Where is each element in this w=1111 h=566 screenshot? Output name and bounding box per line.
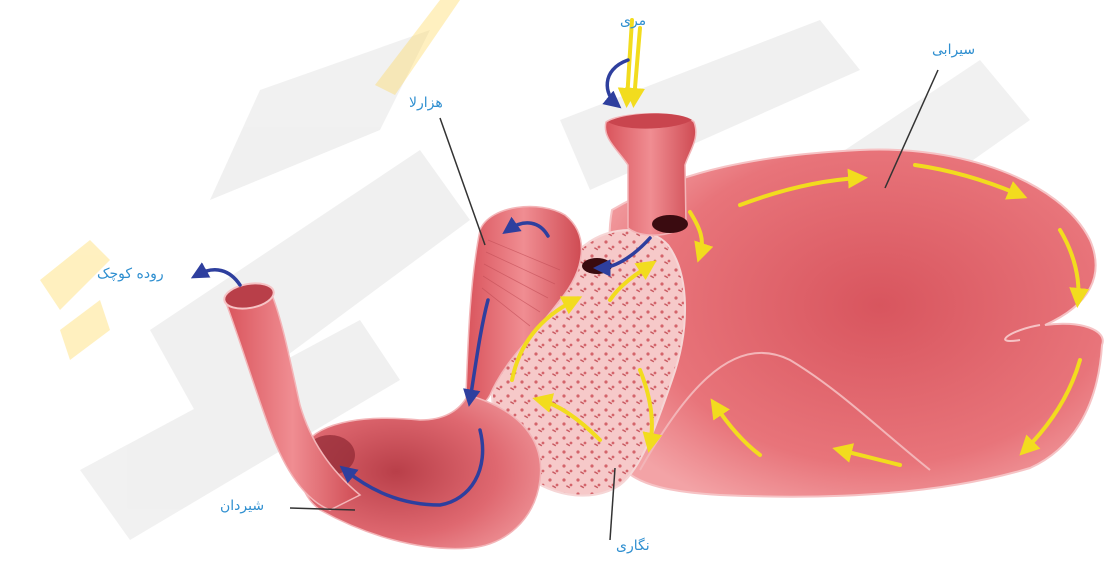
label-abomasum: شیردان xyxy=(220,498,264,514)
esophagus-opening xyxy=(652,215,688,233)
label-omasum: هزارلا xyxy=(409,95,443,111)
label-reticulum: نگاری xyxy=(616,538,650,554)
label-esophagus: مری xyxy=(620,13,646,29)
label-small-intestine: روده کوچک xyxy=(97,266,164,282)
label-rumen: سیرابی xyxy=(932,42,975,58)
